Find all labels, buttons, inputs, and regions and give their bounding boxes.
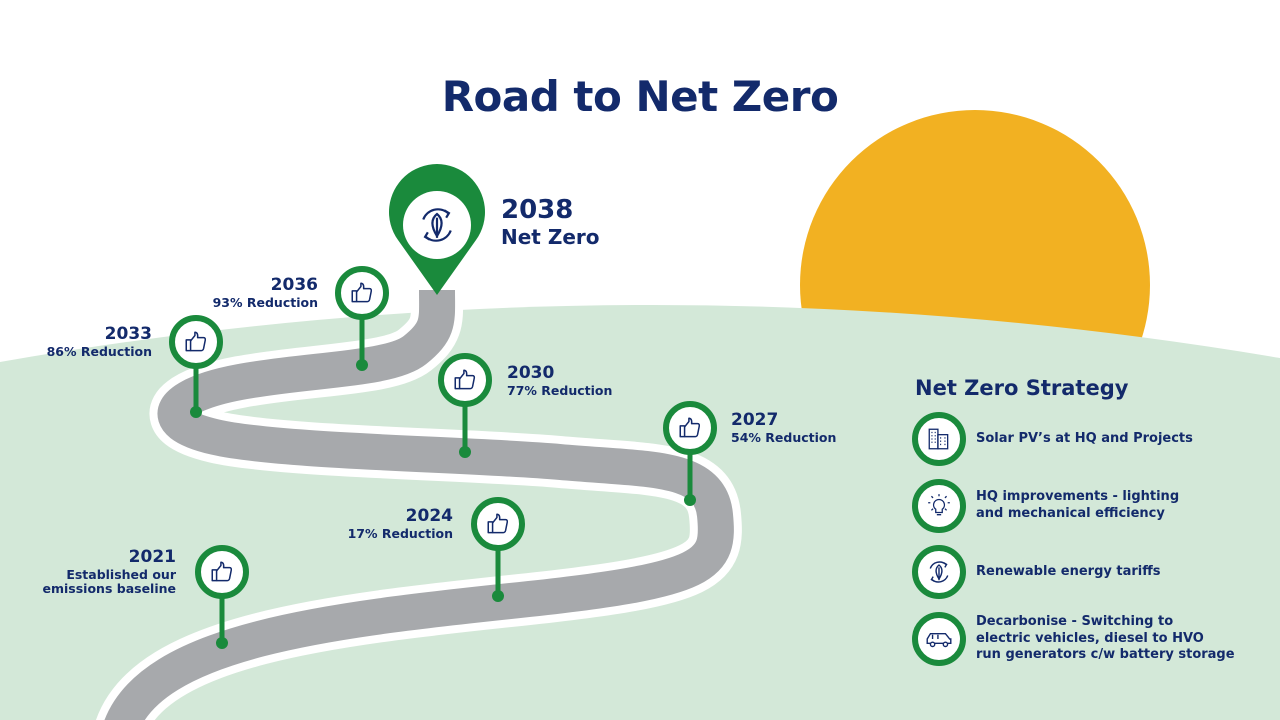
goal-pin [389, 164, 485, 295]
milestone-pin-2033 [169, 315, 223, 418]
milestone-year: 2024 [405, 506, 453, 526]
milestone-pin-2021 [195, 545, 249, 649]
leaf-cycle-icon [912, 545, 966, 599]
milestone-2033-label: 2033 86% Reduction [46, 324, 152, 359]
strategy-text: Renewable energy tariffs [976, 563, 1161, 579]
strategy-title: Net Zero Strategy [915, 376, 1129, 400]
milestone-text: emissions baseline [42, 580, 176, 596]
lightbulb-icon [912, 479, 966, 533]
milestone-text: 86% Reduction [46, 343, 152, 359]
strategy-text: HQ improvements - lighting [976, 489, 1180, 505]
milestone-text: 77% Reduction [507, 382, 613, 398]
strategy-item: Solar PV’s at HQ and Projects [912, 412, 1193, 466]
strategy-text: electric vehicles, diesel to HVO [976, 630, 1204, 646]
milestone-text: 54% Reduction [731, 429, 837, 445]
page-title: Road to Net Zero [441, 72, 839, 121]
milestone-year: 2027 [731, 410, 779, 430]
strategy-text: Solar PV’s at HQ and Projects [976, 430, 1193, 446]
strategy-text: run generators c/w battery storage [976, 647, 1235, 663]
milestone-2027-label: 2027 54% Reduction [731, 410, 837, 445]
milestone-pin-2024 [471, 497, 525, 602]
milestone-2030-label: 2030 77% Reduction [507, 363, 613, 398]
strategy-text: and mechanical efficiency [976, 506, 1165, 521]
milestone-text: 93% Reduction [212, 294, 318, 310]
strategy-text: Decarbonise - Switching to [976, 613, 1174, 629]
milestone-pin-2030 [438, 353, 492, 458]
milestone-text: 17% Reduction [347, 525, 453, 541]
milestone-text: Established our [66, 566, 176, 582]
milestone-2036-label: 2036 93% Reduction [212, 275, 318, 310]
milestone-pin-2036 [335, 266, 389, 371]
goal-text: Net Zero [501, 224, 600, 249]
milestone-2021-label: 2021 Established our emissions baseline [42, 547, 176, 596]
milestone-year: 2033 [104, 324, 152, 344]
road [96, 289, 742, 720]
strategy-item: Renewable energy tariffs [912, 545, 1161, 599]
goal-year: 2038 [501, 195, 574, 225]
milestone-year: 2036 [270, 275, 318, 295]
goal-label: 2038 Net Zero [501, 195, 600, 249]
milestone-2024-label: 2024 17% Reduction [347, 506, 453, 541]
milestone-year: 2030 [507, 363, 555, 383]
buildings-icon [912, 412, 966, 466]
car-icon [912, 612, 966, 666]
milestone-pin-2027 [663, 401, 717, 506]
milestone-year: 2021 [128, 547, 176, 567]
